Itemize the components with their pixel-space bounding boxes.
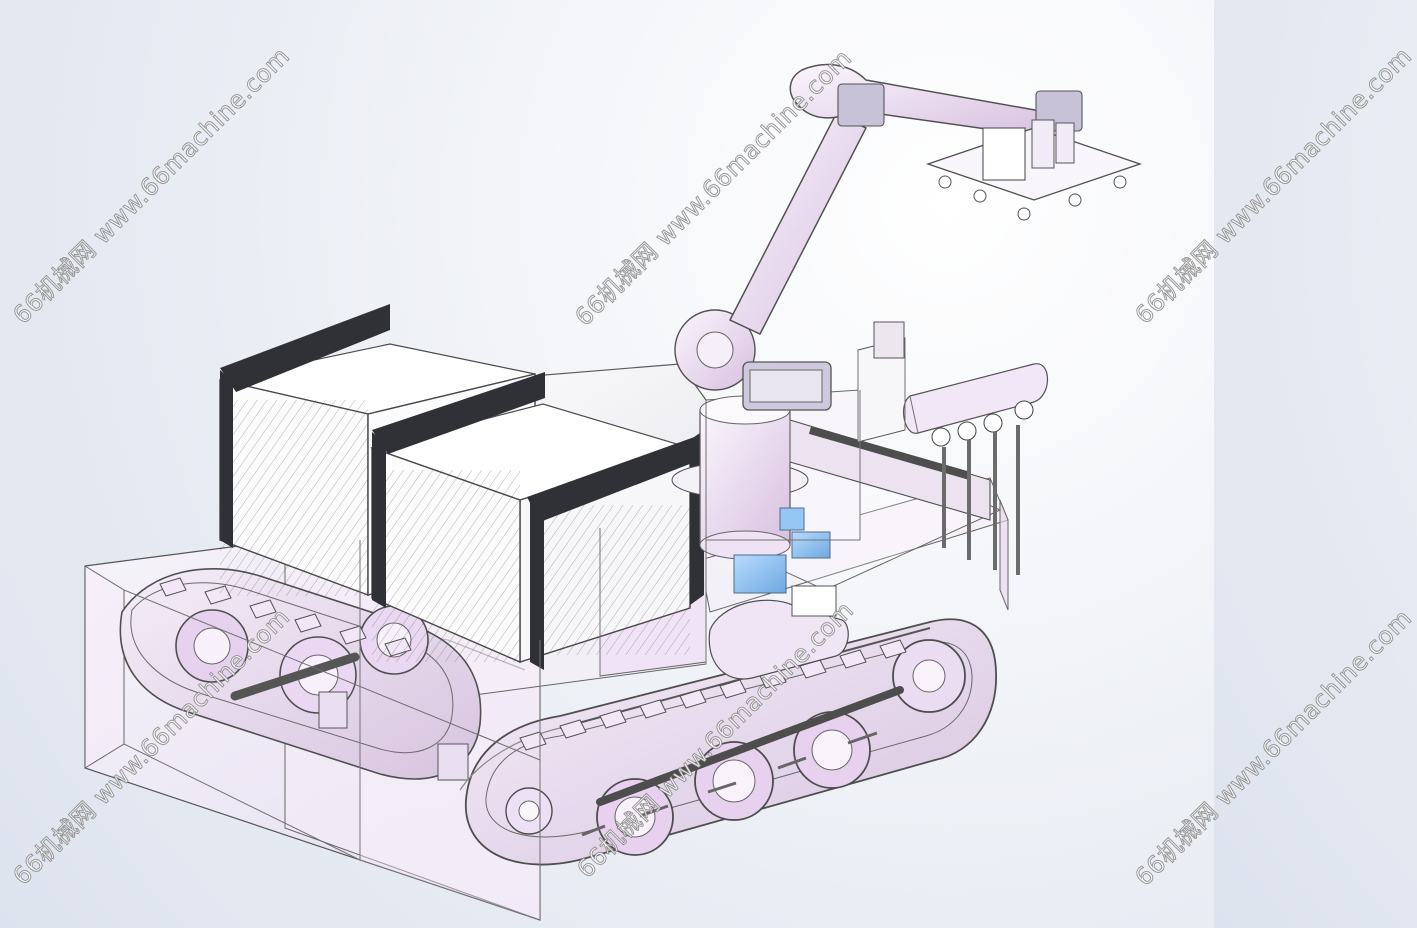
end-effector (925, 119, 1143, 221)
cad-linework (123, 338, 919, 920)
cad-viewport: 66机械网 www.66machine.com 66机械网 www.66mach… (7, 41, 1417, 921)
track-treads (159, 577, 907, 751)
motor-assembly (708, 507, 849, 680)
robotic-vehicle-model (84, 63, 1143, 921)
robot-arm (671, 63, 1083, 560)
right-rail-assembly (789, 321, 1048, 575)
right-track (459, 618, 997, 866)
battery-stack (219, 304, 704, 670)
